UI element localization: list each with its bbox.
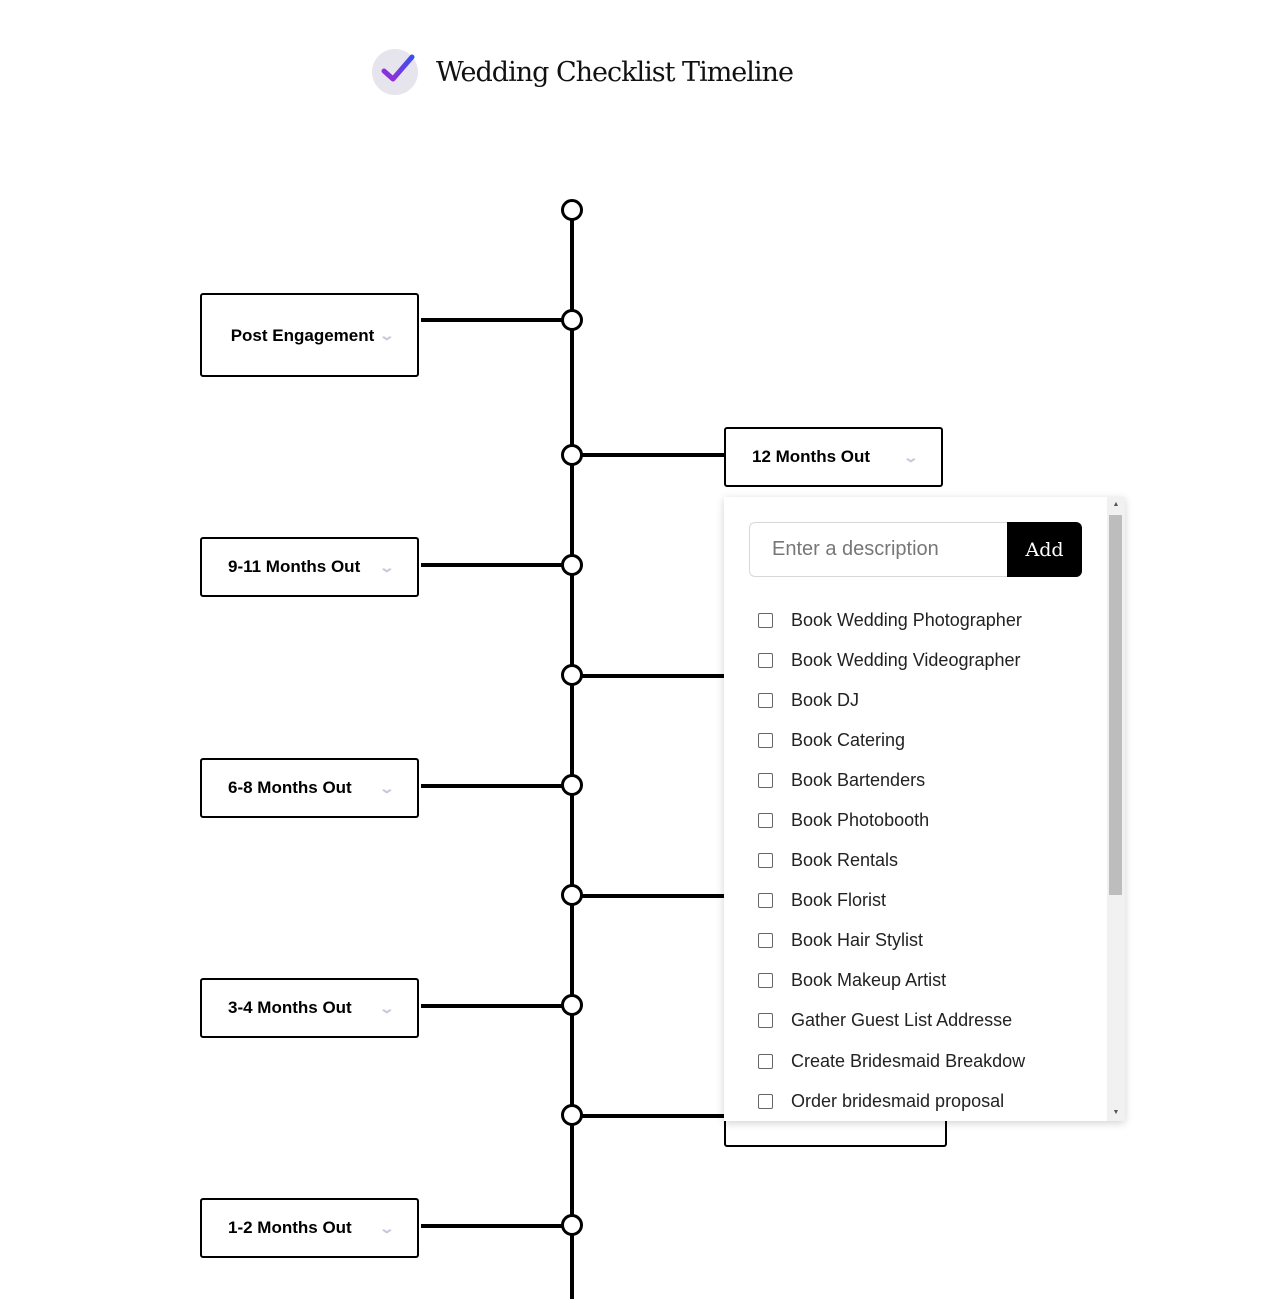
checklist: Book Wedding Photographer Book Wedding V… [758, 600, 1098, 1121]
timeline-connector [572, 674, 725, 678]
chevron-down-icon: ⌄ [378, 779, 396, 796]
stage-post-engagement[interactable]: Post Engagement ⌄ [200, 293, 419, 377]
checklist-item[interactable]: Create Bridesmaid Breakdow [758, 1041, 1098, 1081]
stage-label: Post Engagement [230, 325, 375, 345]
checklist-item-label: Create Bridesmaid Breakdow [791, 1050, 1026, 1071]
check-circle-icon [372, 49, 418, 95]
timeline-connector [421, 1004, 572, 1008]
timeline-node [561, 664, 583, 686]
timeline-node [561, 1104, 583, 1126]
checklist-item-label: Book Wedding Photographer [791, 609, 1022, 630]
checklist-item[interactable]: Gather Guest List Addresse [758, 1001, 1098, 1041]
checkbox[interactable] [758, 1053, 773, 1069]
timeline-node [561, 199, 583, 221]
checklist-dropdown: Add Book Wedding Photographer Book Weddi… [724, 497, 1125, 1121]
timeline-connector [421, 318, 572, 322]
checklist-item-label: Book DJ [791, 689, 860, 710]
checklist-item-label: Book Catering [791, 729, 906, 750]
timeline-node [561, 554, 583, 576]
checklist-item-label: Book Florist [791, 890, 887, 911]
timeline-connector [572, 453, 725, 457]
checkbox[interactable] [758, 692, 773, 708]
timeline-connector [572, 1114, 725, 1118]
checklist-item[interactable]: Book Makeup Artist [758, 961, 1098, 1001]
stage-6-8-months-out[interactable]: 6-8 Months Out ⌄ [200, 758, 419, 818]
timeline-connector [421, 563, 572, 567]
checklist-item[interactable]: Book Rentals [758, 841, 1098, 881]
checkbox[interactable] [758, 732, 773, 748]
timeline-spine [570, 210, 574, 1299]
checklist-item-label: Book Rentals [791, 850, 899, 871]
checkbox[interactable] [758, 933, 773, 949]
chevron-down-icon: ⌄ [378, 558, 396, 575]
stage-3-4-months-out[interactable]: 3-4 Months Out ⌄ [200, 978, 419, 1038]
timeline-node [561, 1214, 583, 1236]
checklist-item-label: Book Bartenders [791, 769, 926, 790]
checkbox[interactable] [758, 1013, 773, 1029]
stage-12-months-out[interactable]: 12 Months Out ⌄ [724, 427, 943, 487]
checklist-item[interactable]: Book Bartenders [758, 760, 1098, 800]
scroll-down-arrow-icon[interactable]: ▼ [1112, 1109, 1120, 1116]
description-input[interactable] [749, 522, 1007, 577]
stage-label: 6-8 Months Out [228, 778, 352, 797]
chevron-down-icon: ⌄ [378, 999, 396, 1016]
timeline-connector [421, 784, 572, 788]
checkbox[interactable] [758, 973, 773, 989]
stage-1-2-months-out[interactable]: 1-2 Months Out ⌄ [200, 1198, 419, 1258]
checklist-item-label: Book Wedding Videographer [791, 649, 1021, 670]
chevron-down-icon: ⌄ [378, 326, 396, 343]
timeline-node [561, 994, 583, 1016]
checkbox[interactable] [758, 772, 773, 788]
scroll-up-arrow-icon[interactable]: ▲ [1112, 501, 1120, 508]
checkbox[interactable] [758, 1093, 773, 1109]
stage-label: 12 Months Out [752, 447, 871, 466]
chevron-down-icon: ⌄ [378, 1219, 396, 1236]
checklist-item-label: Order bridesmaid proposal [791, 1090, 1005, 1111]
checkbox[interactable] [758, 813, 773, 829]
chevron-down-icon: ⌄ [902, 448, 920, 465]
checklist-item[interactable]: Book DJ [758, 680, 1098, 720]
checklist-item-label: Gather Guest List Addresse [791, 1010, 1013, 1031]
timeline-connector [572, 894, 725, 898]
checklist-item-label: Book Makeup Artist [791, 970, 947, 991]
checklist-item[interactable]: Book Photobooth [758, 800, 1098, 840]
stage-9-11-months-out[interactable]: 9-11 Months Out ⌄ [200, 537, 419, 597]
timeline-connector [421, 1224, 572, 1228]
checkbox[interactable] [758, 893, 773, 909]
stage-label: 3-4 Months Out [228, 998, 352, 1017]
timeline-node [561, 884, 583, 906]
checklist-item[interactable]: Book Wedding Photographer [758, 600, 1098, 640]
page-title: Wedding Checklist Timeline [436, 56, 794, 88]
add-button[interactable]: Add [1007, 522, 1082, 577]
checklist-item[interactable]: Book Catering [758, 720, 1098, 760]
checklist-item[interactable]: Order bridesmaid proposal [758, 1081, 1098, 1121]
checklist-item[interactable]: Book Florist [758, 881, 1098, 921]
timeline-node [561, 309, 583, 331]
stage-label: 1-2 Months Out [228, 1218, 352, 1237]
add-task-row: Add [749, 522, 1082, 577]
checkbox[interactable] [758, 612, 773, 628]
checkbox[interactable] [758, 652, 773, 668]
checkbox[interactable] [758, 853, 773, 869]
checklist-item-label: Book Hair Stylist [791, 930, 924, 951]
checklist-item[interactable]: Book Wedding Videographer [758, 640, 1098, 680]
stage-label: 9-11 Months Out [228, 557, 361, 576]
timeline-node [561, 774, 583, 796]
checklist-item[interactable]: Book Hair Stylist [758, 921, 1098, 961]
scrollbar-thumb[interactable] [1109, 515, 1122, 895]
checklist-item-label: Book Photobooth [791, 810, 930, 831]
timeline-node [561, 444, 583, 466]
dropdown-scrollbar[interactable]: ▲ ▼ [1107, 497, 1125, 1121]
page-header: Wedding Checklist Timeline [372, 48, 794, 96]
